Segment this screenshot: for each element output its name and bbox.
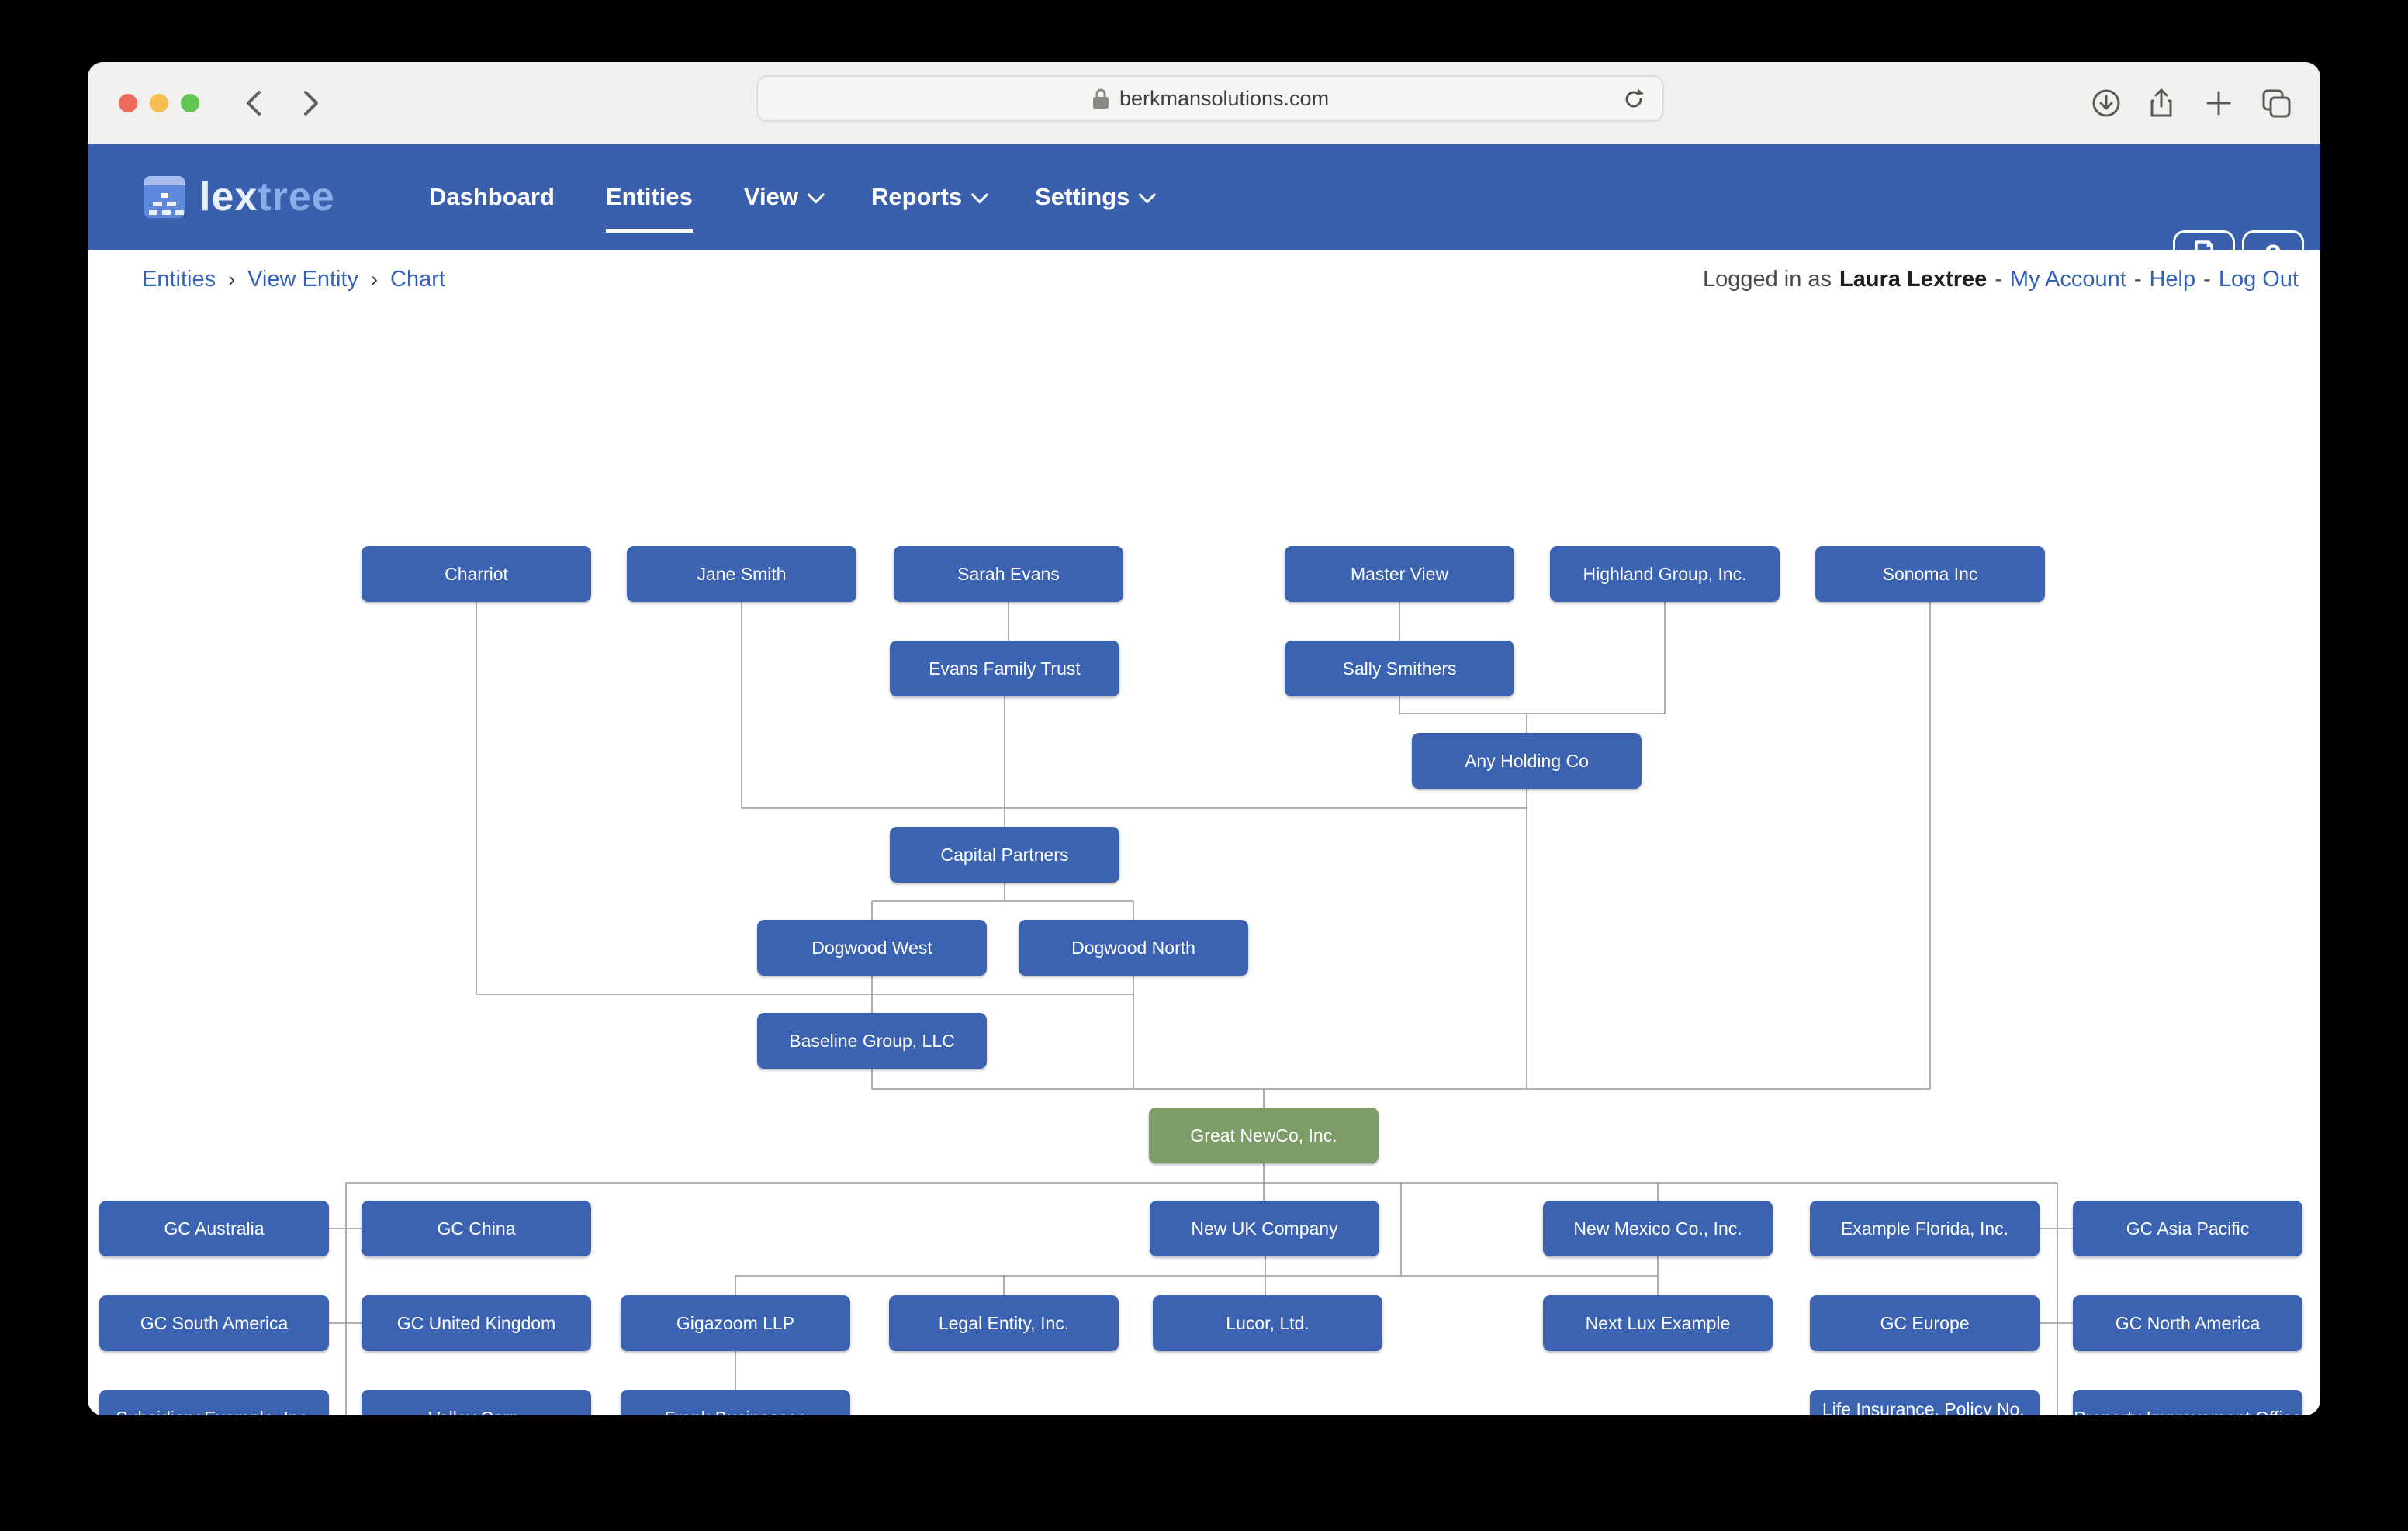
new-tab-icon[interactable] [2203, 88, 2234, 119]
chart-node-new-uk-company[interactable]: New UK Company [1150, 1201, 1379, 1256]
nav-item-label: View [743, 183, 798, 210]
lextree-logo-text: lextree [199, 175, 335, 219]
chart-node-legal-entity[interactable]: Legal Entity, Inc. [889, 1295, 1119, 1351]
chart-node-dogwood-west[interactable]: Dogwood West [757, 920, 987, 976]
nav-item-label: Reports [870, 183, 963, 210]
chart-node-life-insurance[interactable]: Life Insurance. Policy No. 12345 [1810, 1390, 2040, 1415]
session-link-log-out[interactable]: Log Out [2218, 267, 2299, 292]
address-bar[interactable]: berkmansolutions.com [756, 75, 1664, 122]
session-separator: - [2133, 267, 2142, 292]
connector-lines [329, 602, 2073, 1415]
session-prefix: Logged in as [1702, 267, 1832, 292]
chevron-down-icon [970, 185, 989, 204]
nav-item-view[interactable]: View [743, 183, 825, 211]
session-link-help[interactable]: Help [2149, 267, 2196, 292]
chart-node-sally-smithers[interactable]: Sally Smithers [1285, 641, 1514, 696]
chart-node-lucor[interactable]: Lucor, Ltd. [1153, 1295, 1382, 1351]
forward-icon[interactable] [294, 88, 325, 119]
lock-icon [1092, 88, 1109, 109]
lextree-logo-icon [144, 176, 185, 218]
breadcrumb: Entities › View Entity › Chart [142, 267, 445, 292]
tabs-overview-icon[interactable] [2261, 88, 2292, 119]
zoom-window-button[interactable] [181, 94, 199, 112]
chart-node-sonoma[interactable]: Sonoma Inc [1815, 546, 2045, 602]
breadcrumb-separator: › [228, 268, 236, 291]
url-text: berkmansolutions.com [1119, 86, 1330, 110]
chevron-down-icon [1138, 185, 1157, 204]
reload-icon[interactable] [1622, 88, 1645, 111]
chart-node-example-florida[interactable]: Example Florida, Inc. [1810, 1201, 2040, 1256]
session-link-my-account[interactable]: My Account [2009, 267, 2126, 292]
chart-node-gc-europe[interactable]: GC Europe [1810, 1295, 2040, 1351]
browser-chrome-bar: berkmansolutions.com [88, 62, 2320, 145]
chart-node-baseline-group[interactable]: Baseline Group, LLC [757, 1013, 987, 1069]
lextree-logo[interactable]: lextree [144, 144, 335, 250]
chart-node-highland-group[interactable]: Highland Group, Inc. [1550, 546, 1780, 602]
chart-node-jane-smith[interactable]: Jane Smith [627, 546, 856, 602]
chart-node-valley-corp[interactable]: Valley Corp. [362, 1390, 591, 1415]
chart-node-next-lux[interactable]: Next Lux Example [1543, 1295, 1773, 1351]
nav-item-dashboard[interactable]: Dashboard [429, 183, 555, 211]
nav-item-label: Entities [605, 183, 693, 210]
breadcrumb-item-view-entity[interactable]: View Entity [247, 267, 359, 292]
navbar-menu: Dashboard Entities View Reports Settings [429, 144, 1157, 250]
nav-item-label: Settings [1035, 183, 1130, 210]
chart-node-gc-united-kingdom[interactable]: GC United Kingdom [362, 1295, 591, 1351]
chart-node-any-holding[interactable]: Any Holding Co [1412, 733, 1642, 789]
nav-item-entities[interactable]: Entities [605, 183, 693, 233]
chart-node-gc-australia[interactable]: GC Australia [99, 1201, 329, 1256]
chart-node-great-newco[interactable]: Great NewCo, Inc. [1149, 1108, 1379, 1163]
chart-node-gigazoom[interactable]: Gigazoom LLP [621, 1295, 850, 1351]
chart-node-master-view[interactable]: Master View [1285, 546, 1514, 602]
chart-node-new-mexico[interactable]: New Mexico Co., Inc. [1543, 1201, 1773, 1256]
download-icon[interactable] [2091, 88, 2122, 119]
chart-node-property-improvement[interactable]: Property Improvement Office [2073, 1390, 2302, 1415]
browser-window: berkmansolutions.com [88, 62, 2320, 1415]
address-bar-content: berkmansolutions.com [758, 77, 1662, 120]
entity-chart: Charriot Jane Smith Sarah Evans Master View… [88, 250, 2320, 1415]
close-window-button[interactable] [119, 94, 137, 112]
chart-node-frank-businesses[interactable]: Frank Businesses [621, 1390, 850, 1415]
share-icon[interactable] [2146, 88, 2177, 119]
nav-item-reports[interactable]: Reports [870, 183, 989, 211]
breadcrumb-item-chart[interactable]: Chart [390, 267, 445, 292]
chevron-down-icon [807, 185, 825, 204]
session-separator: - [1995, 267, 2002, 292]
breadcrumb-item-entities[interactable]: Entities [142, 267, 216, 292]
chart-node-sarah-evans[interactable]: Sarah Evans [894, 546, 1123, 602]
chart-node-subsidiary-example[interactable]: Subsidiary Example, Inc. [99, 1390, 329, 1415]
nav-item-settings[interactable]: Settings [1035, 183, 1157, 211]
chart-node-charriot[interactable]: Charriot [362, 546, 591, 602]
minimize-window-button[interactable] [150, 94, 168, 112]
session-separator: - [2203, 267, 2211, 292]
page-content: Entities › View Entity › Chart Logged in as L… [88, 250, 2320, 1415]
chart-node-gc-south-america[interactable]: GC South America [99, 1295, 329, 1351]
back-icon[interactable] [240, 88, 271, 119]
logged-in-user: Laura Lextree [1839, 267, 1988, 292]
chart-node-gc-china[interactable]: GC China [362, 1201, 591, 1256]
chart-node-gc-north-america[interactable]: GC North America [2073, 1295, 2302, 1351]
chart-node-dogwood-north[interactable]: Dogwood North [1019, 920, 1248, 976]
nav-item-label: Dashboard [429, 183, 555, 210]
chart-node-capital-partners[interactable]: Capital Partners [890, 827, 1119, 883]
chart-node-gc-asia-pacific[interactable]: GC Asia Pacific [2073, 1201, 2302, 1256]
app-navbar: lextree Dashboard Entities View Reports Sett… [88, 144, 2320, 280]
breadcrumb-separator: › [371, 268, 379, 291]
chart-node-evans-family-trust[interactable]: Evans Family Trust [890, 641, 1119, 696]
